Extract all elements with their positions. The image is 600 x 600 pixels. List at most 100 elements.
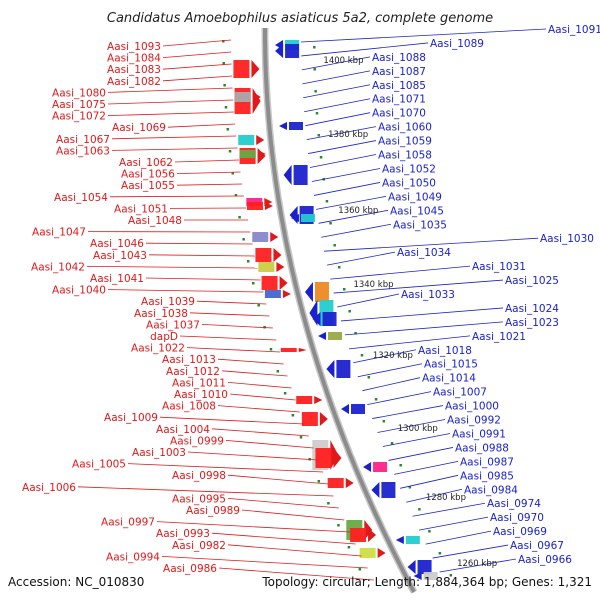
forward-gene-label: Aasi_1039 [141, 296, 195, 308]
reverse-leader-line [372, 405, 444, 419]
reverse-gene-label: Aasi_1015 [424, 359, 478, 371]
reverse-gene-label: Aasi_1025 [505, 275, 559, 287]
forward-leader-line [217, 358, 284, 365]
forward-leader-line [107, 111, 235, 116]
forward-gene-arrow [264, 202, 273, 210]
forward-leader-line [167, 123, 236, 128]
reverse-gene-label: Aasi_1087 [372, 66, 426, 78]
accession-text: Accession: NC_010830 [8, 575, 144, 589]
forward-leader-line [174, 159, 239, 163]
reverse-leader-line [388, 447, 454, 461]
reverse-gene-label: Aasi_1023 [505, 317, 559, 329]
forward-leader-line [127, 463, 324, 473]
forward-gene-arrow [279, 276, 288, 290]
backbone-line [263, 28, 416, 593]
forward-leader-line [189, 312, 270, 317]
reverse-gene-arrow [341, 404, 350, 414]
reverse-leader-line [394, 460, 459, 475]
ring-tick [428, 530, 431, 533]
forward-leader-line [161, 556, 368, 569]
kbp-marker-label: 1400 kbp [323, 56, 363, 66]
forward-gene-label: Aasi_1075 [52, 99, 106, 111]
ring-tick [313, 68, 316, 71]
forward-gene-arrow [368, 528, 377, 542]
forward-gene-arrow [251, 60, 260, 78]
forward-leader-line [111, 147, 238, 151]
forward-gene-block [359, 548, 376, 558]
kbp-marker-label: 1280 kbp [426, 493, 466, 503]
forward-gene-block [296, 396, 313, 404]
ring-tick [449, 574, 453, 577]
forward-gene-label: Aasi_1043 [93, 250, 147, 262]
forward-gene-arrow [377, 548, 386, 558]
ring-tick [299, 436, 303, 439]
reverse-leader-line [382, 433, 451, 447]
ring-tick [228, 150, 232, 153]
forward-gene-label: Aasi_1006 [22, 482, 76, 494]
forward-gene-arrow [345, 478, 354, 488]
forward-leader-line [145, 277, 261, 281]
forward-gene-block [246, 202, 263, 210]
reverse-leader-line [301, 56, 371, 71]
reverse-gene-label: Aasi_1000 [445, 401, 499, 413]
reverse-gene-label: Aasi_1059 [378, 136, 432, 148]
reverse-leader-line [321, 223, 392, 238]
ring-tick [224, 106, 228, 109]
ring-tick [438, 552, 442, 555]
forward-gene-label: Aasi_1004 [156, 424, 210, 436]
reverse-gene-block [300, 214, 315, 222]
reverse-gene-label: Aasi_0988 [455, 442, 509, 454]
reverse-gene-block [373, 462, 388, 472]
reverse-gene-label: Aasi_0984 [464, 484, 518, 496]
forward-leader-line [186, 347, 280, 353]
reverse-gene-arrow [407, 560, 416, 574]
ring-tick [276, 370, 280, 373]
label-leader-lines [77, 28, 547, 581]
forward-gene-arrow [319, 412, 328, 426]
reverse-gene-label: Aasi_1031 [472, 261, 526, 273]
forward-gene-label: Aasi_1080 [52, 87, 106, 99]
ring-tick [222, 40, 225, 43]
ring-tick [269, 348, 273, 351]
kbp-marker-label: 1380 kbp [328, 130, 368, 140]
reverse-gene-arrow [326, 360, 335, 378]
ring-tick [327, 502, 330, 505]
reverse-gene-label: Aasi_1014 [422, 373, 476, 385]
forward-leader-line [241, 509, 345, 521]
reverse-leader-line [301, 42, 429, 57]
forward-gene-label: Aasi_1048 [128, 215, 182, 227]
ring-tick [246, 260, 250, 263]
forward-gene-label: Aasi_1046 [90, 238, 144, 250]
reverse-leader-line [304, 98, 371, 113]
ring-tick [234, 194, 238, 197]
reverse-gene-arrow [290, 214, 299, 222]
kbp-marker-label: 1260 kbp [457, 559, 497, 569]
ring-tick [317, 134, 321, 137]
ring-tick [231, 172, 235, 175]
reverse-leader-line [309, 154, 377, 168]
reverse-leader-line [400, 474, 459, 489]
reverse-leader-line [324, 237, 539, 252]
ring-tick [223, 84, 226, 87]
reverse-gene-arrow [395, 536, 404, 544]
reverse-gene-label: Aasi_1052 [382, 163, 436, 175]
forward-gene-label: Aasi_1013 [162, 354, 216, 366]
reverse-leader-line [333, 279, 504, 294]
reverse-gene-label: Aasi_0966 [518, 554, 572, 566]
reverse-gene-arrow [275, 44, 284, 58]
reverse-leader-line [337, 293, 400, 308]
forward-gene-label: Aasi_1084 [107, 53, 161, 65]
reverse-gene-arrow [283, 165, 292, 185]
reverse-gene-label: Aasi_1071 [372, 94, 426, 106]
reverse-gene-arrow [312, 312, 321, 326]
forward-leader-line [227, 382, 292, 389]
forward-gene-label: Aasi_1022 [131, 343, 185, 355]
ring-tick [347, 546, 351, 549]
forward-gene-arrow [257, 150, 266, 158]
forward-gene-block [280, 348, 297, 352]
reverse-leader-line [302, 70, 371, 85]
reverse-gene-block [351, 404, 366, 414]
reverse-gene-label: Aasi_0967 [510, 540, 564, 552]
forward-leader-line [227, 498, 339, 509]
